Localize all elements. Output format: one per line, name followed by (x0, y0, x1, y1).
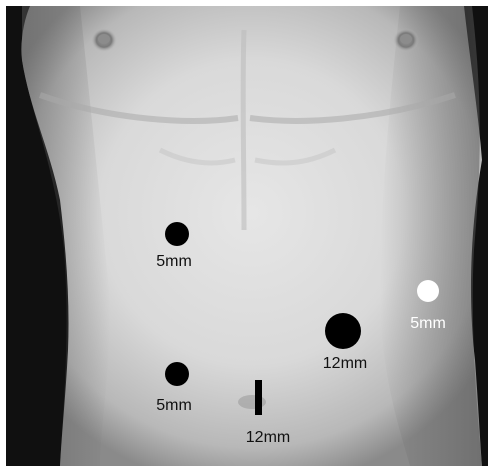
port-label-right-lower: 5mm (156, 397, 192, 415)
port-label-left-lateral: 5mm (410, 315, 446, 333)
port-label-umbilical: 12mm (246, 429, 290, 447)
port-marker-right-upper (165, 222, 189, 246)
port-marker-right-lower (165, 362, 189, 386)
port-label-left-mid: 12mm (323, 355, 367, 373)
port-marker-left-lateral (417, 280, 439, 302)
port-marker-umbilical (255, 380, 262, 415)
port-label-right-upper: 5mm (156, 253, 192, 271)
port-marker-left-mid (325, 313, 361, 349)
